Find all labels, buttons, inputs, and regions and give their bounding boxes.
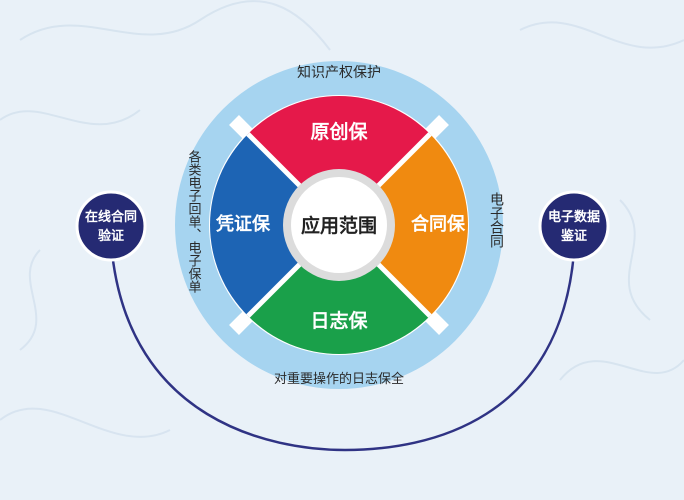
segment-bottom[interactable] — [248, 225, 430, 354]
segment-left[interactable] — [210, 134, 339, 316]
outer-left-label: 各类电子回单、电子保单 — [186, 149, 202, 293]
center-hub[interactable] — [291, 177, 387, 273]
badge-left[interactable] — [75, 190, 147, 262]
badge-left-line1: 在线合同 — [85, 209, 137, 225]
badge-right-line2: 鉴证 — [560, 228, 587, 244]
connector-arc — [110, 251, 576, 452]
segment-top-label: 原创保 — [310, 120, 368, 143]
outer-top-label: 知识产权保护 — [297, 64, 381, 81]
segment-right[interactable] — [339, 134, 468, 316]
outer-right-label: 电子合同 — [488, 192, 504, 249]
badge-right[interactable] — [538, 190, 610, 262]
badge-left-line2: 验证 — [98, 228, 124, 244]
center-label: 应用范围 — [301, 214, 377, 237]
segment-bottom-label: 日志保 — [310, 309, 368, 332]
background-pattern — [0, 0, 684, 438]
segment-left-label: 凭证保 — [215, 213, 271, 235]
badge-right-line1: 电子数据 — [548, 209, 600, 225]
segment-top[interactable] — [248, 96, 430, 226]
segment-right-label: 合同保 — [411, 213, 466, 235]
outer-bottom-label: 对重要操作的日志保全 — [274, 371, 404, 387]
